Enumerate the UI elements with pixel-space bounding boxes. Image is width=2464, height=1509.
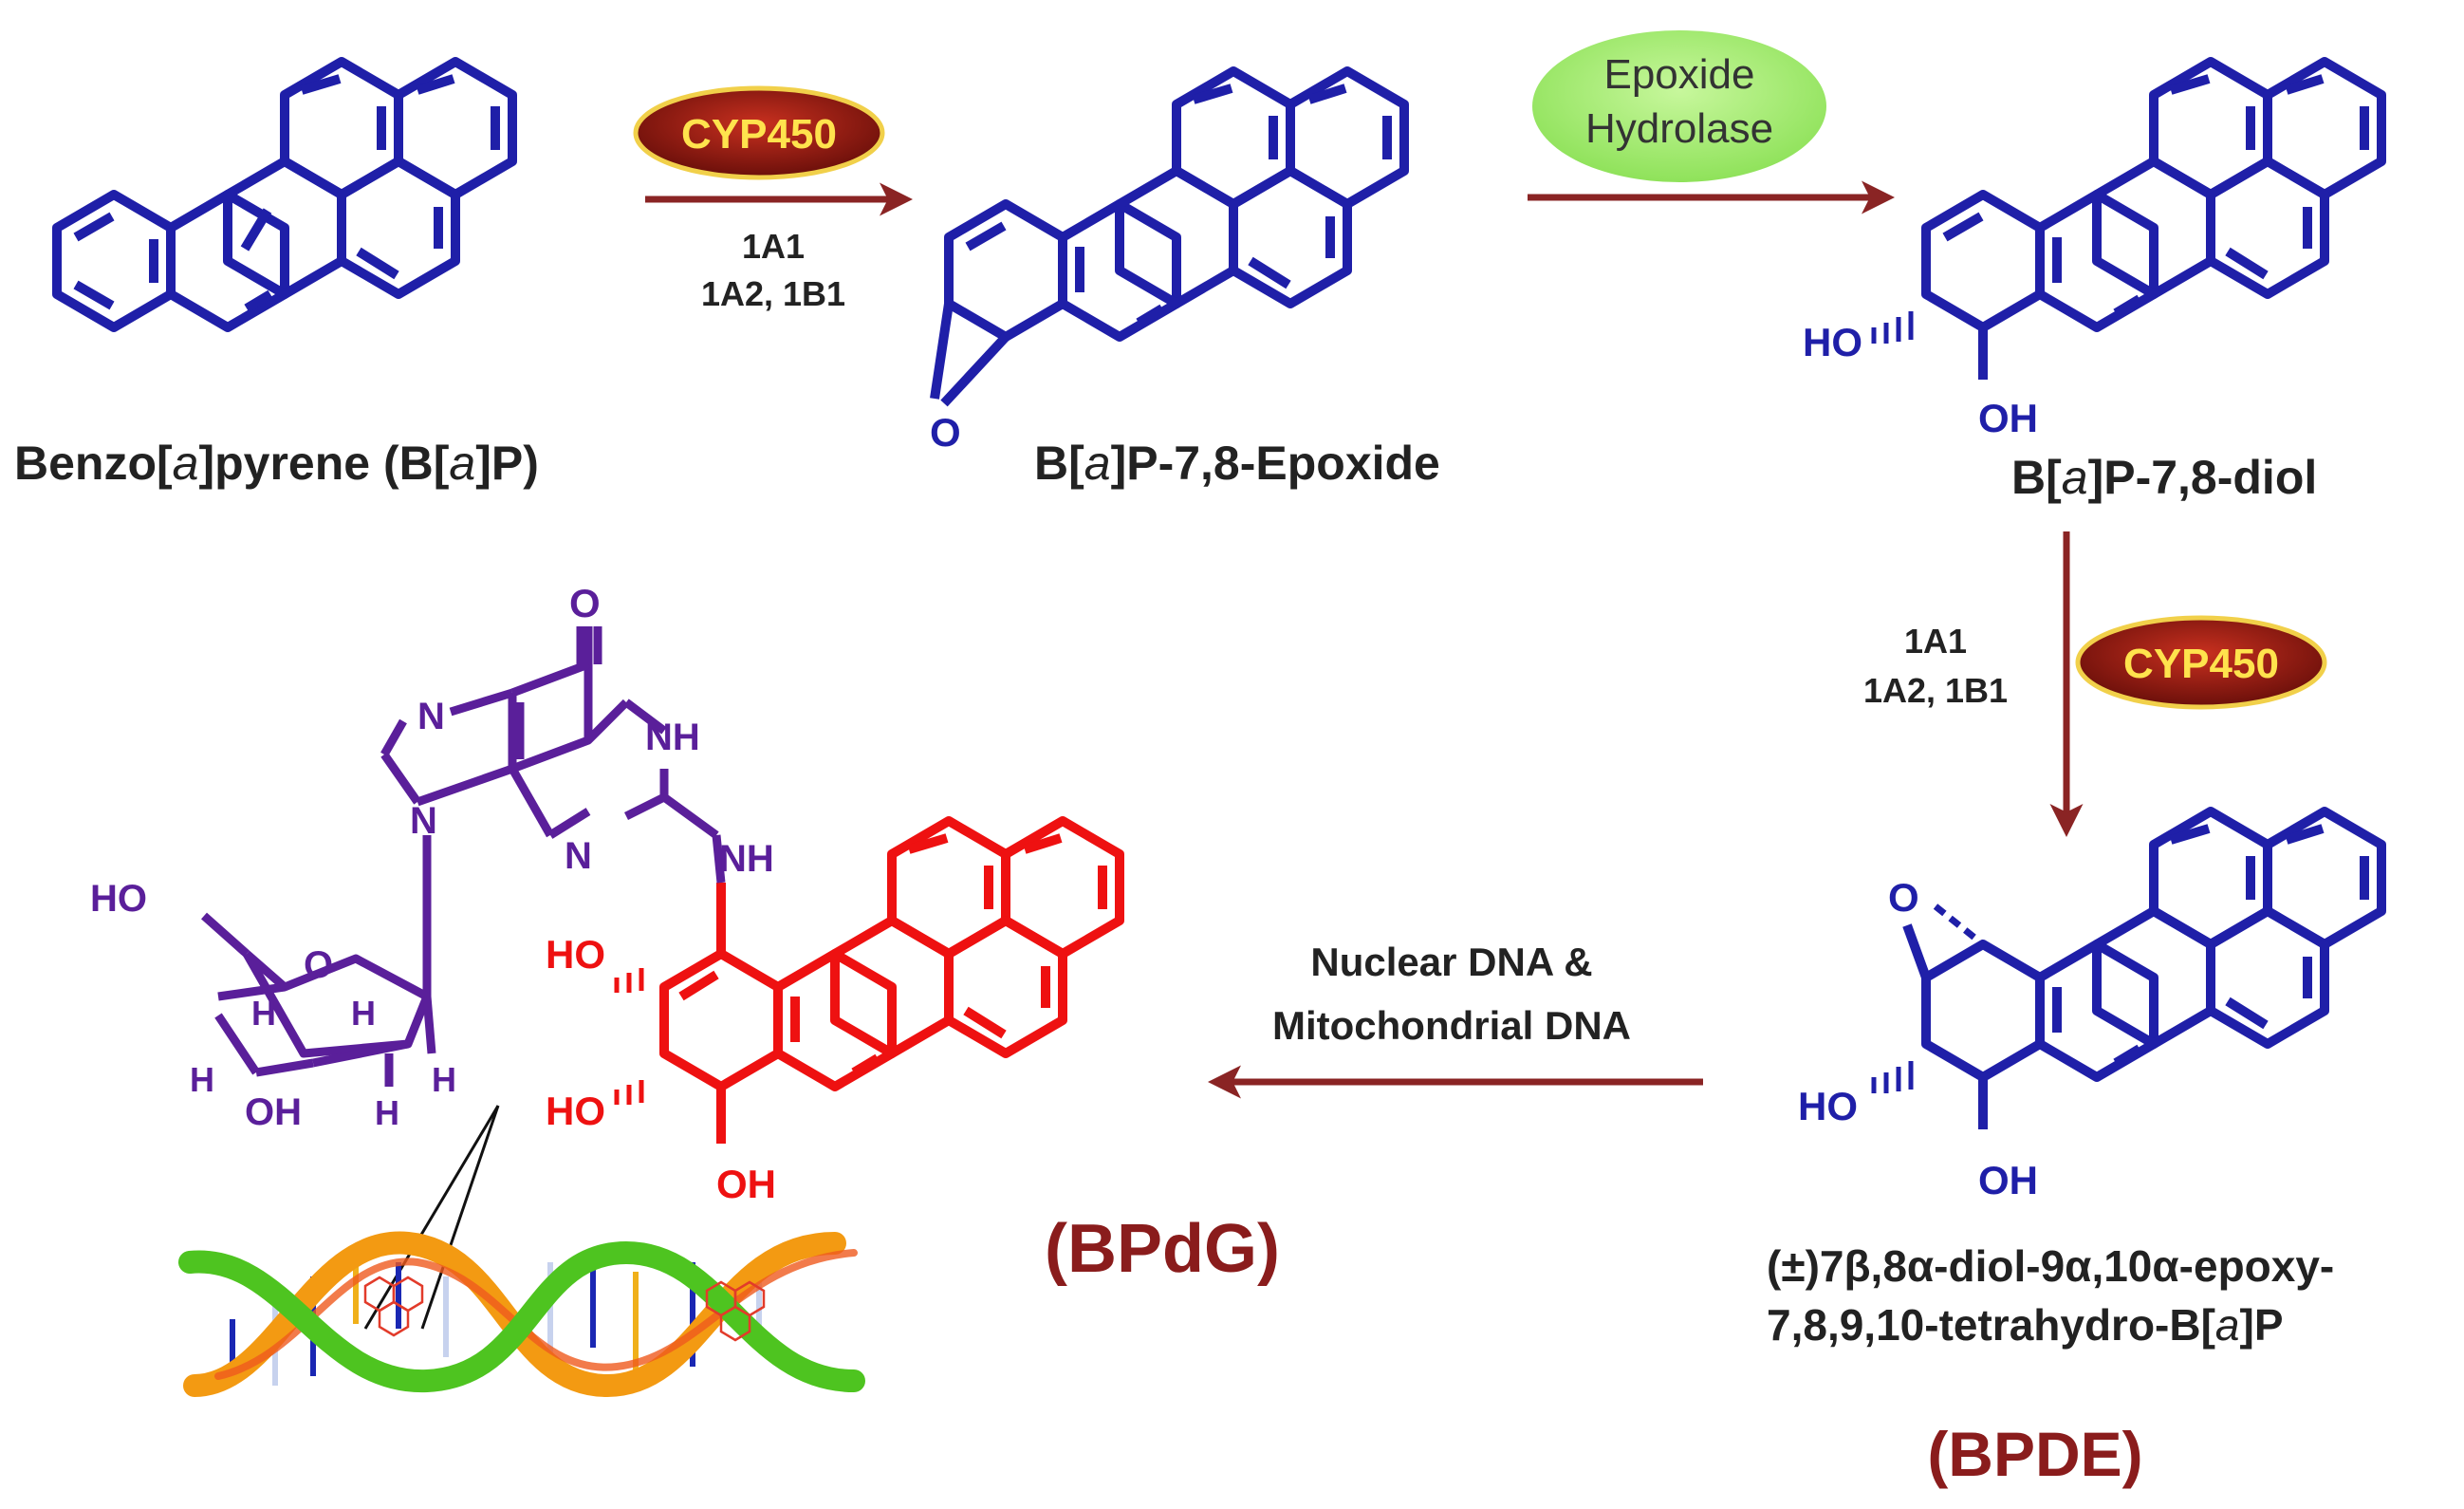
- cyp2-isoforms-line1: 1A1: [1904, 622, 1967, 661]
- cyp1-isoforms-line1: 1A1: [742, 227, 805, 266]
- sugar-h-1: H: [251, 994, 276, 1033]
- adduct-link-bond: [712, 834, 726, 884]
- bpde-abbrev: (BPDE): [1927, 1419, 2142, 1489]
- cyp2-isoforms-line2: 1A2, 1B1: [1863, 671, 2008, 710]
- bpdg-oh-bottom: OH: [716, 1162, 776, 1206]
- sugar-oxygen: O: [304, 944, 333, 986]
- guanine-nh: NH: [645, 717, 700, 758]
- cyp450-badge-1: CYP450: [633, 85, 885, 180]
- diol-oh: OH: [1978, 396, 2038, 440]
- sugar-oh: OH: [245, 1091, 302, 1133]
- diol-ho: HO: [1803, 320, 1862, 364]
- deoxyguanosine-structure: [201, 626, 719, 1087]
- bpdg-ho-top: HO: [546, 932, 605, 977]
- dna-pointer-line-2: [420, 1105, 500, 1330]
- guanine-n-mid: N: [565, 835, 592, 877]
- bpde-iupac-line2: 7,8,9,10-tetrahydro-B[a]P: [1767, 1300, 2284, 1350]
- benzo-a-pyrene-structure: [52, 57, 517, 332]
- sugar-h-3: H: [190, 1060, 214, 1099]
- guanine-oxygen: O: [569, 581, 601, 625]
- cyp450-badge-2: CYP450: [2075, 615, 2327, 710]
- bpde-dashed-epoxide: [1933, 904, 1986, 947]
- hydrolase-line1: Epoxide: [1603, 51, 1754, 98]
- bpde-ho: HO: [1798, 1084, 1858, 1128]
- bpde-structure: [1902, 807, 2386, 1129]
- diol-hashed-bond: [1871, 311, 1914, 344]
- bpdg-hashed-bonds: [614, 968, 644, 1105]
- epoxide-oxygen: O: [930, 410, 961, 455]
- dna-step-line1: Nuclear DNA &: [1310, 940, 1592, 984]
- bpde-oh: OH: [1978, 1158, 2038, 1202]
- dna-pointer-line-1: [363, 1105, 500, 1330]
- bpdg-benzopyrene-structure: [659, 816, 1124, 1144]
- bpde-hashed-bond: [1871, 1061, 1914, 1093]
- sugar-h-4: H: [375, 1093, 399, 1132]
- dna-step-line2: Mitochondrial DNA: [1272, 1003, 1631, 1048]
- diol-label: B[a]P-7,8-diol: [2011, 451, 2317, 504]
- hydrolase-line2: Hydrolase: [1585, 105, 1773, 152]
- sugar-h-2: H: [351, 994, 376, 1033]
- bpdg-ho-mid: HO: [546, 1089, 605, 1133]
- epoxide-structure: [930, 66, 1409, 407]
- guanine-n-left: N: [417, 696, 445, 737]
- diol-structure: [1921, 57, 2386, 380]
- guanine-n-bottom: N: [410, 800, 437, 842]
- cyp1-isoforms-line2: 1A2, 1B1: [701, 274, 845, 313]
- dna-helix-illustration: [178, 1231, 865, 1398]
- bpdg-abbrev: (BPdG): [1045, 1211, 1280, 1287]
- bap-label: Benzo[a]pyrene (B[a]P): [14, 437, 539, 490]
- sugar-ho: HO: [90, 878, 147, 920]
- bpde-iupac-line1: (±)7β,8α-diol-9α,10α-epoxy-: [1767, 1241, 2334, 1291]
- epoxide-hydrolase-badge: Epoxide Hydrolase: [1532, 30, 1826, 182]
- cyp450-label-2: CYP450: [2123, 641, 2279, 687]
- epoxide-label: B[a]P-7,8-Epoxide: [1034, 437, 1440, 490]
- bpde-oxygen: O: [1888, 875, 1919, 920]
- adduct-nh: NH: [719, 838, 774, 880]
- sugar-h-5: H: [432, 1060, 456, 1099]
- cyp450-label-1: CYP450: [681, 111, 837, 158]
